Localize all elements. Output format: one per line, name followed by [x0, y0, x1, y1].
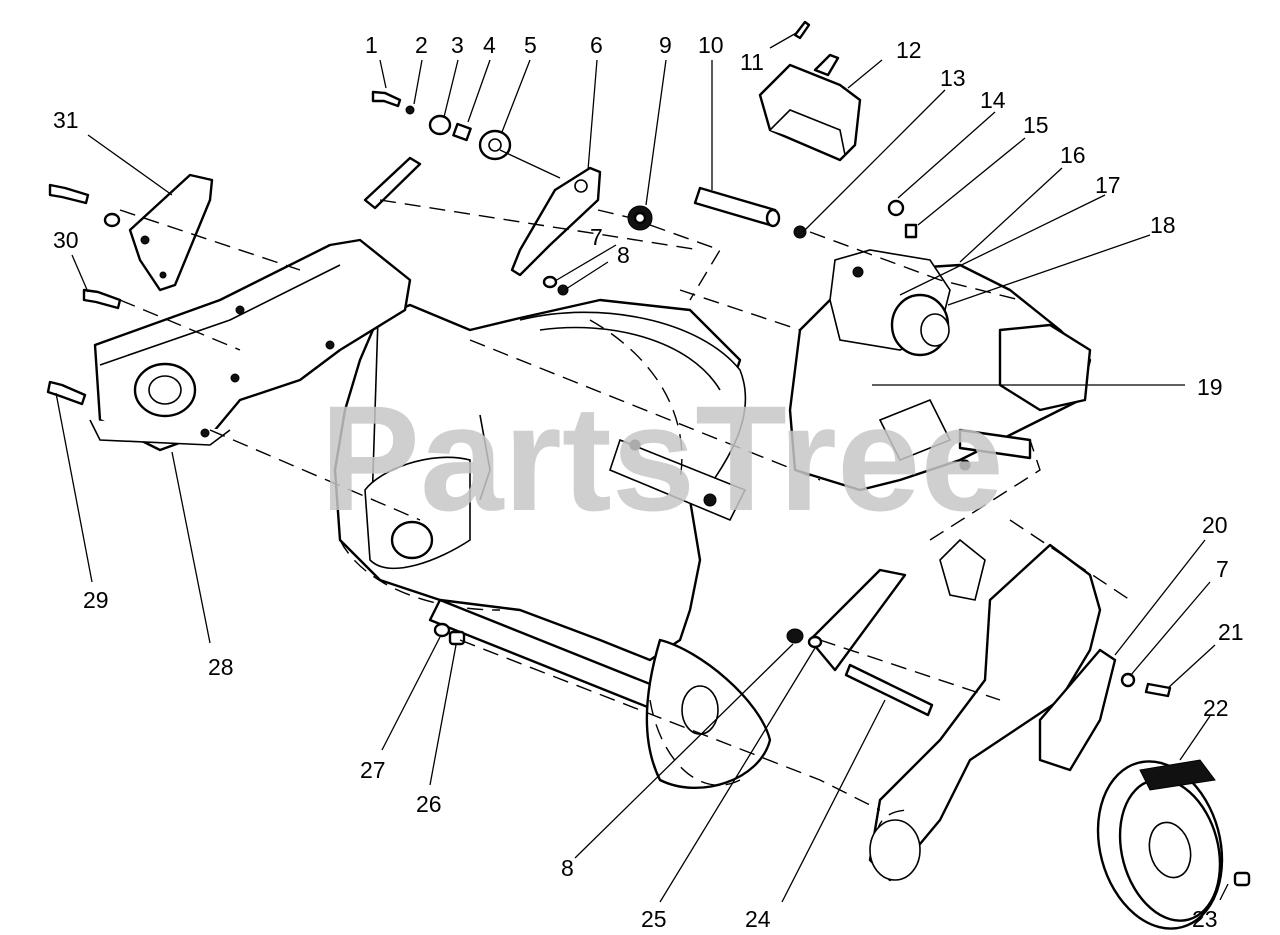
wheel	[1096, 759, 1251, 930]
leader-lines	[55, 31, 1229, 903]
alignment-lines	[209, 199, 1131, 811]
watermark-text: PartsTree	[320, 374, 1004, 542]
callout-12: 12	[896, 37, 922, 63]
callout-6: 6	[590, 32, 603, 58]
callout-7-top: 7	[590, 224, 603, 250]
housing-assembly	[333, 298, 772, 789]
left-fasteners	[46, 183, 301, 406]
callout-13: 13	[940, 65, 966, 91]
callout-30: 30	[53, 227, 79, 253]
callout-8-top: 8	[617, 242, 630, 268]
callout-11: 11	[740, 49, 764, 75]
callout-15: 15	[1023, 112, 1049, 138]
callout-29: 29	[83, 587, 109, 613]
bracket-31	[128, 173, 214, 292]
callout-23: 23	[1192, 906, 1218, 932]
gear-plate	[510, 166, 722, 301]
shafts	[363, 156, 934, 717]
callout-25: 25	[641, 906, 667, 932]
callout-19: 19	[1197, 374, 1223, 400]
callout-1: 1	[365, 32, 378, 58]
callout-labels: 1 2 3 4 5 6 7 8 9 10 11 12 13 14 15 16 1…	[53, 32, 1244, 932]
callout-5: 5	[524, 32, 537, 58]
callout-26: 26	[416, 791, 442, 817]
callout-28: 28	[208, 654, 234, 680]
right-fasteners	[433, 622, 1172, 698]
callout-7-right: 7	[1216, 556, 1229, 582]
callout-14: 14	[980, 87, 1006, 113]
callout-17: 17	[1095, 172, 1121, 198]
engine-assembly	[788, 199, 1092, 492]
top-hardware	[371, 90, 561, 179]
callout-8-bottom: 8	[561, 855, 574, 881]
callout-22: 22	[1203, 695, 1229, 721]
callout-18: 18	[1150, 212, 1176, 238]
callout-10: 10	[698, 32, 724, 58]
callout-20: 20	[1202, 512, 1228, 538]
callout-21: 21	[1218, 619, 1244, 645]
callout-27: 27	[360, 757, 386, 783]
callout-16: 16	[1060, 142, 1086, 168]
callout-31: 31	[53, 107, 79, 133]
callout-4: 4	[483, 32, 496, 58]
callout-2: 2	[415, 32, 428, 58]
gearbox	[758, 20, 862, 162]
left-side-plate	[89, 238, 412, 452]
right-side-plate	[868, 439, 1117, 882]
callout-3: 3	[451, 32, 464, 58]
callout-9: 9	[659, 32, 672, 58]
callout-24: 24	[745, 906, 771, 932]
